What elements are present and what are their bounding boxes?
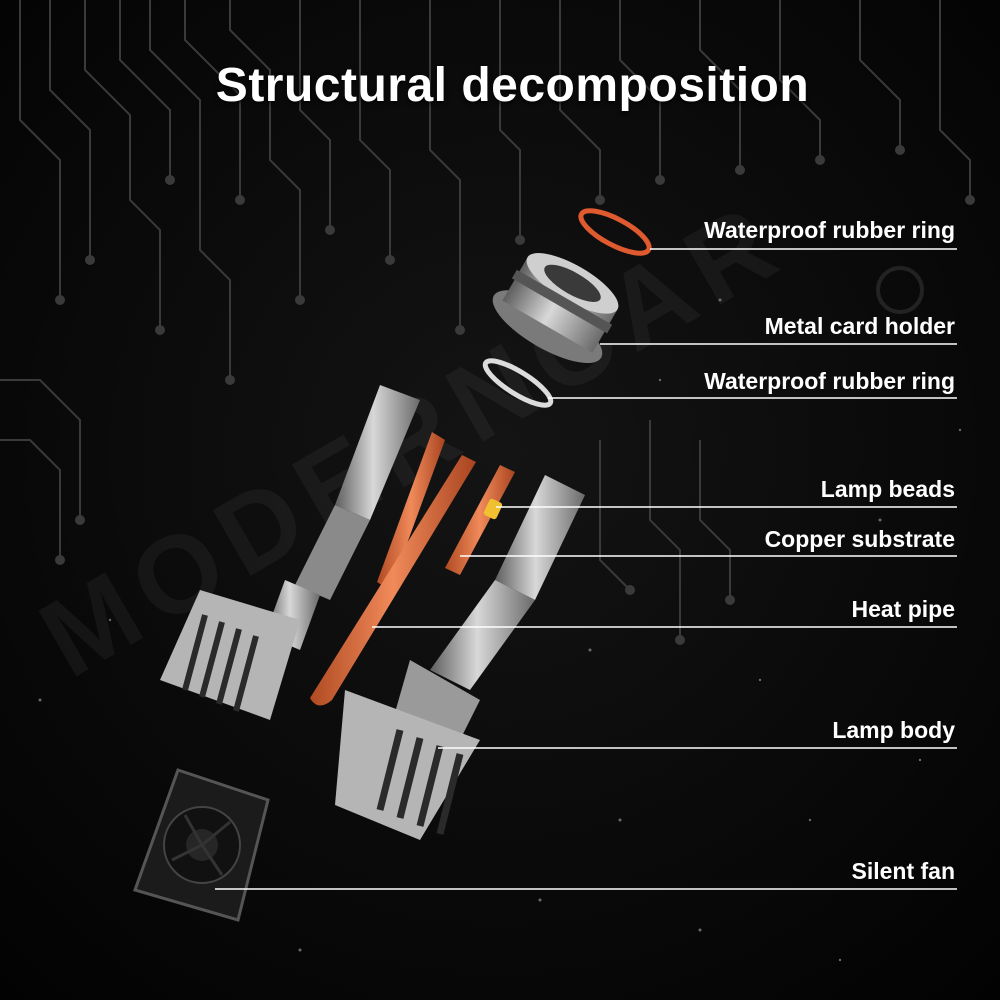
rubber-ring-top-part [578, 208, 652, 256]
silent-fan-part [133, 768, 270, 922]
label-waterproof-rubber-ring-bottom: Waterproof rubber ring [704, 368, 955, 394]
label-silent-fan: Silent fan [851, 858, 955, 884]
copper-substrate-left-part [377, 432, 445, 590]
label-metal-card-holder: Metal card holder [764, 313, 955, 339]
leader-lines [215, 248, 957, 890]
label-lamp-beads: Lamp beads [820, 476, 955, 502]
lamp-beads-part [483, 498, 503, 520]
left-lamp-half-part [160, 385, 420, 720]
metal-card-holder-part [492, 253, 619, 364]
copper-substrate-right-part [445, 465, 515, 575]
label-lamp-body: Lamp body [832, 717, 955, 743]
rubber-ring-bottom-part [482, 358, 554, 408]
heat-pipe-part [310, 455, 476, 706]
circuit-pattern [0, 0, 975, 645]
label-waterproof-rubber-ring-top: Waterproof rubber ring [704, 217, 955, 243]
label-copper-substrate: Copper substrate [764, 526, 955, 552]
star-speckles [38, 298, 962, 962]
label-heat-pipe: Heat pipe [851, 596, 955, 622]
page-title: Structural decomposition [215, 59, 810, 112]
watermark-logo [876, 266, 924, 314]
